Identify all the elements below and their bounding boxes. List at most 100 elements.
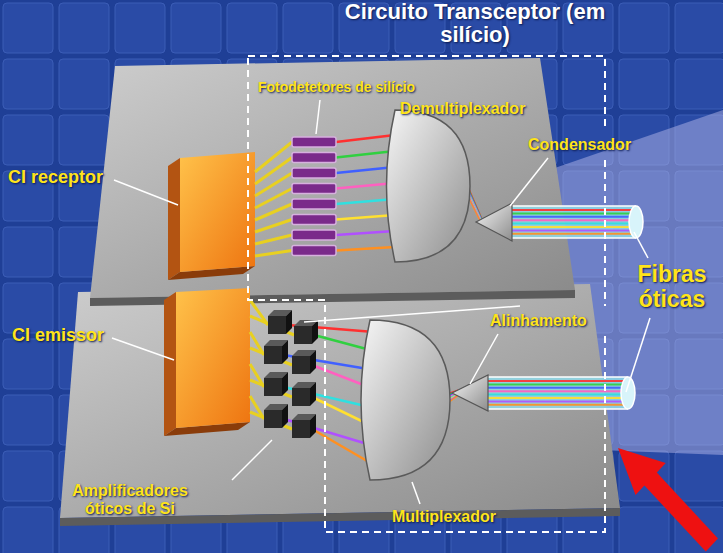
light-path xyxy=(336,151,395,158)
leader-line xyxy=(470,334,498,384)
wire xyxy=(255,204,292,220)
red-arrow xyxy=(618,448,718,552)
fiber-core xyxy=(488,383,628,385)
photodetector xyxy=(292,184,336,194)
cube-side xyxy=(282,340,288,364)
wire xyxy=(255,142,292,172)
fiber-core xyxy=(510,219,636,221)
photodetector xyxy=(292,246,336,256)
photodetector xyxy=(292,199,336,209)
photodetectors xyxy=(292,137,336,256)
fiber-cores xyxy=(488,381,628,405)
optical-fiber xyxy=(486,377,628,409)
fiber-core xyxy=(510,233,636,235)
photodetector xyxy=(292,137,336,147)
transceiver-outline xyxy=(248,56,605,532)
fiber-core xyxy=(488,387,628,389)
callout-label: Fotodetetores de silício xyxy=(258,80,415,95)
amplifier-cube xyxy=(264,410,282,428)
callout-label: Condensador xyxy=(528,136,631,154)
chip-slab xyxy=(90,58,575,298)
slab-edge xyxy=(90,290,575,306)
wire xyxy=(255,235,292,244)
leader-line xyxy=(634,232,648,258)
fiber-core xyxy=(488,400,628,402)
amplifier-cube xyxy=(292,356,310,374)
demultiplexer-lens xyxy=(387,110,471,262)
cube-side xyxy=(286,310,292,334)
fiber-core xyxy=(510,229,636,231)
wires xyxy=(255,142,292,256)
condenser xyxy=(452,375,488,411)
fiber-core xyxy=(510,223,636,225)
fiber-core xyxy=(510,216,636,218)
wire xyxy=(255,220,292,233)
amplifier-cube xyxy=(268,316,286,334)
fiber-core xyxy=(510,226,636,228)
amplifier-cube xyxy=(264,378,282,396)
callout-label: Alinhamento xyxy=(490,312,587,330)
photodetector xyxy=(292,230,336,240)
callout-label: Multiplexador xyxy=(392,508,496,526)
leader-line xyxy=(232,440,272,480)
callout-label: CI receptor xyxy=(8,168,103,188)
cube-side xyxy=(310,414,316,438)
fiber-end xyxy=(621,377,635,409)
fiber-core xyxy=(488,380,628,382)
cube-side xyxy=(310,382,316,406)
fiber-end xyxy=(629,206,643,238)
leader-line xyxy=(316,100,320,134)
photodetector xyxy=(292,215,336,225)
fiber-cores xyxy=(510,210,636,234)
light-path xyxy=(336,215,395,220)
cube-side xyxy=(312,320,318,344)
ic-side xyxy=(164,292,176,436)
leader-line xyxy=(510,158,548,206)
optical-fiber xyxy=(508,206,636,238)
title: Circuito Transceptor (em silício) xyxy=(330,0,620,46)
condenser xyxy=(476,203,512,241)
callout-label: Demultiplexador xyxy=(400,100,525,118)
amplifier-cube xyxy=(294,326,312,344)
photodetector xyxy=(292,168,336,178)
fiber-core xyxy=(488,397,628,399)
wire xyxy=(255,158,292,185)
optical-amplifiers xyxy=(264,310,318,438)
amplifier-cube xyxy=(264,346,282,364)
amplifier-cube xyxy=(292,420,310,438)
callout-label: Fibras óticas xyxy=(628,262,716,313)
fiber-outline xyxy=(508,237,636,239)
callout-label: CI emissor xyxy=(12,326,104,346)
fiber-core xyxy=(510,209,636,211)
callout-label: Amplificadores óticos de Si xyxy=(50,482,210,517)
leader-line xyxy=(304,306,520,322)
fiber-outline xyxy=(486,408,628,410)
fiber-core xyxy=(488,404,628,406)
light-path xyxy=(336,247,395,251)
ic-side xyxy=(168,158,180,280)
light-path xyxy=(336,231,395,235)
fiber-core xyxy=(488,390,628,392)
leader-line xyxy=(412,482,420,504)
leader-line xyxy=(626,318,650,392)
cube-side xyxy=(282,404,288,428)
leader-line xyxy=(112,338,174,360)
cube-side xyxy=(310,350,316,374)
fiber-outline xyxy=(508,205,636,207)
leader-lines xyxy=(112,100,650,504)
fiber-outline xyxy=(486,376,628,378)
light-path xyxy=(284,419,374,446)
fiber-core xyxy=(510,212,636,214)
leader-line xyxy=(114,180,178,205)
multiplexer-lens xyxy=(361,320,450,480)
fiber-core xyxy=(488,394,628,396)
photodetector xyxy=(292,153,336,163)
emitter-ic xyxy=(176,288,250,428)
wire xyxy=(255,251,292,257)
receiver-ic xyxy=(180,152,255,272)
light-path xyxy=(336,135,395,142)
amplifier-cube xyxy=(292,388,310,406)
